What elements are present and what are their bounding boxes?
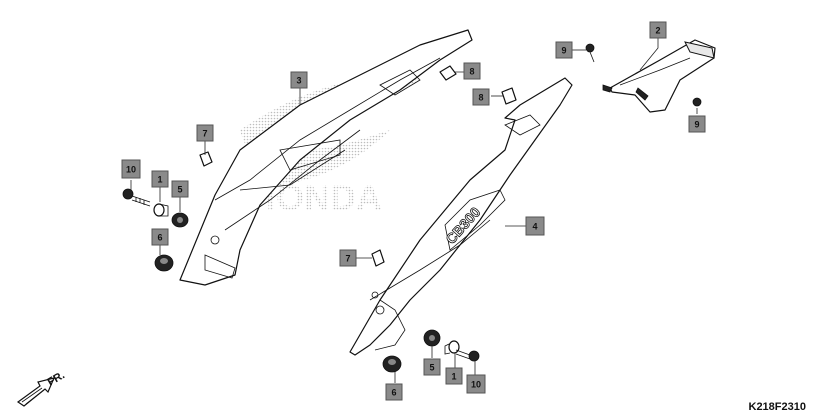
- callout-labels: 3 8 7 10 1 5 6 2 9 8 9 4 7 5 1 10 6: [121, 21, 706, 401]
- front-direction-arrow: FR.: [16, 369, 67, 407]
- left-small-parts: [122, 65, 457, 272]
- collar-icon: [444, 340, 460, 355]
- callout-5: 5: [423, 358, 441, 376]
- svg-text:9: 9: [694, 120, 699, 130]
- direction-label: FR.: [46, 369, 67, 388]
- callout-10: 10: [466, 374, 486, 394]
- right-small-parts: [371, 43, 702, 373]
- svg-text:5: 5: [177, 185, 182, 195]
- svg-text:8: 8: [469, 67, 474, 77]
- rubber-mount-icon: [382, 355, 402, 373]
- callout-1: 1: [445, 367, 463, 385]
- callout-9: 9: [555, 41, 573, 59]
- svg-text:10: 10: [126, 165, 136, 175]
- rear-center-cowl: [602, 39, 716, 113]
- svg-text:7: 7: [202, 129, 207, 139]
- svg-text:6: 6: [157, 233, 162, 243]
- callout-6: 6: [151, 228, 169, 246]
- clip-icon: [371, 249, 385, 267]
- svg-text:10: 10: [471, 380, 481, 390]
- callout-9: 9: [688, 115, 706, 133]
- svg-text:7: 7: [345, 254, 350, 264]
- clip-icon: [501, 87, 517, 105]
- callout-6: 6: [385, 383, 403, 401]
- clip-icon: [199, 151, 213, 167]
- svg-text:3: 3: [296, 76, 301, 86]
- bolt-icon: [455, 349, 480, 362]
- svg-text:5: 5: [429, 363, 434, 373]
- left-side-cover: [179, 29, 473, 286]
- grommet-icon: [423, 329, 441, 347]
- svg-text:2: 2: [655, 26, 660, 36]
- grommet-icon: [171, 212, 189, 228]
- svg-text:6: 6: [391, 388, 396, 398]
- callout-7: 7: [196, 124, 214, 142]
- screw-icon: [585, 43, 595, 63]
- callout-2: 2: [649, 21, 667, 39]
- clip-icon: [439, 65, 457, 81]
- svg-text:4: 4: [532, 222, 537, 232]
- callout-8: 8: [472, 88, 490, 106]
- svg-text:9: 9: [561, 46, 566, 56]
- screw-icon: [692, 97, 702, 107]
- bolt-icon: [122, 188, 151, 207]
- callout-4: 4: [525, 216, 545, 236]
- svg-text:1: 1: [451, 372, 456, 382]
- rubber-mount-icon: [154, 254, 174, 272]
- collar-icon: [153, 203, 169, 217]
- diagram-code: K218F2310: [749, 401, 807, 413]
- callout-1: 1: [151, 170, 169, 188]
- callout-10: 10: [121, 159, 141, 179]
- callout-3: 3: [290, 71, 308, 89]
- svg-text:1: 1: [157, 175, 162, 185]
- callout-5: 5: [171, 180, 189, 198]
- callout-7: 7: [339, 249, 357, 267]
- callout-8: 8: [463, 62, 481, 80]
- svg-text:8: 8: [478, 93, 483, 103]
